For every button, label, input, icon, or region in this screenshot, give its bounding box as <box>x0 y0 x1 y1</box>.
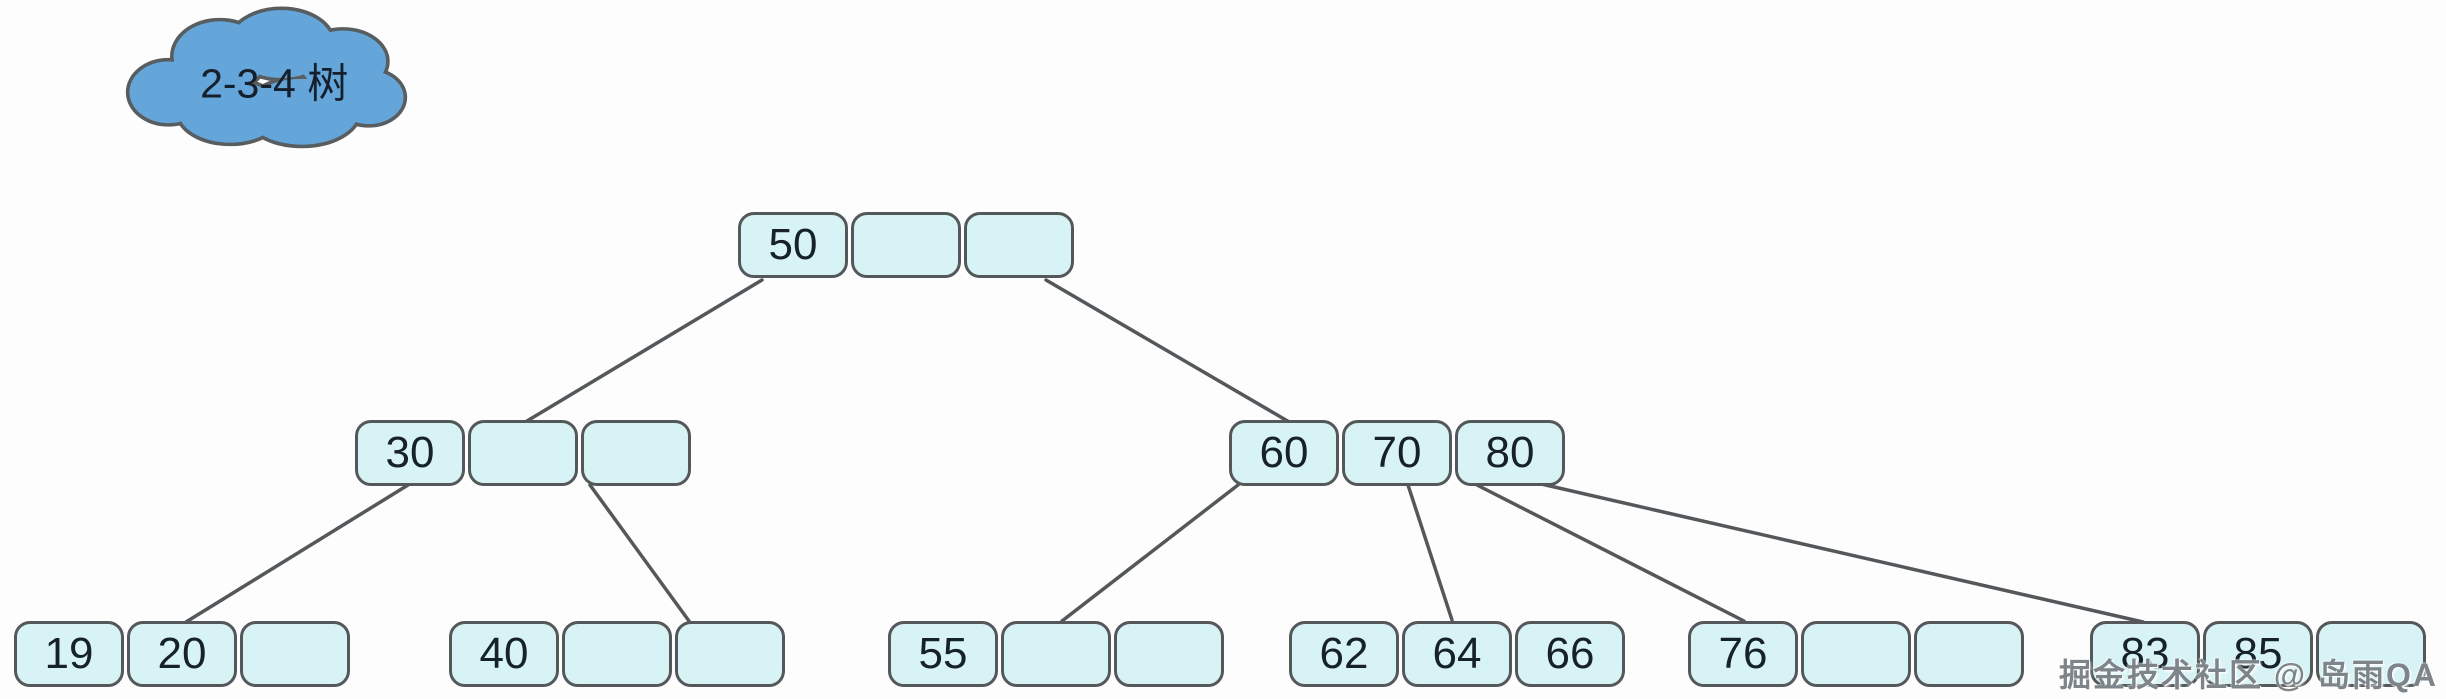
tree-edge-60-70-80-to-62-64-66 <box>1406 483 1454 622</box>
tree-edge-60-70-80-to-55 <box>1060 483 1240 623</box>
tree-node-cell: 20 <box>127 621 237 687</box>
tree-node-cell: 55 <box>888 621 998 687</box>
tree-edge-60-70-80-to-83-85 <box>1535 481 2145 624</box>
tree-node-cell: 80 <box>1455 420 1565 486</box>
tree-node-cell <box>851 212 961 278</box>
tree-node-cell <box>964 212 1074 278</box>
tree-edge-30-to-19-20 <box>184 483 410 624</box>
tree-node-cell <box>1801 621 1911 687</box>
tree-node-cell: 76 <box>1688 621 1798 687</box>
tree-node-55: 55 <box>888 621 1224 687</box>
watermark: 掘金技术社区 @ 岛雨QA <box>2059 657 2438 693</box>
tree-node-40: 40 <box>449 621 785 687</box>
tree-node-cell <box>675 621 785 687</box>
tree-node-cell: 19 <box>14 621 124 687</box>
tree-node-cell: 70 <box>1342 420 1452 486</box>
tree-node-cell <box>2316 621 2426 687</box>
tree-node-cell: 60 <box>1229 420 1339 486</box>
tree-edge-60-70-80-to-76 <box>1475 483 1746 623</box>
tree-edge-50-to-30 <box>525 278 764 423</box>
tree-node-cell: 62 <box>1289 621 1399 687</box>
tree-node-30: 30 <box>355 420 691 486</box>
tree-node-cell <box>1114 621 1224 687</box>
tree-node-76: 76 <box>1688 621 2024 687</box>
tree-node-cell <box>468 420 578 486</box>
cloud-shape <box>125 6 408 149</box>
tree-node-cell <box>1914 621 2024 687</box>
title-label: 2-3-4 树 <box>200 60 348 106</box>
tree-node-cell <box>581 420 691 486</box>
tree-node-cell: 40 <box>449 621 559 687</box>
tree-node-cell: 85 <box>2203 621 2313 687</box>
tree-node-cell: 30 <box>355 420 465 486</box>
tree-node-cell: 66 <box>1515 621 1625 687</box>
title-cloud: 2-3-4 树 <box>125 6 408 149</box>
tree-edge-30-to-40 <box>588 483 691 623</box>
tree-edge-50-to-60-70-80 <box>1044 278 1293 425</box>
tree-node-50: 50 <box>738 212 1074 278</box>
tree-node-cell: 50 <box>738 212 848 278</box>
tree-node-cell <box>240 621 350 687</box>
tree-node-cell <box>1001 621 1111 687</box>
tree-node-cell: 64 <box>1402 621 1512 687</box>
tree-node-cell: 83 <box>2090 621 2200 687</box>
tree-node-cell <box>562 621 672 687</box>
